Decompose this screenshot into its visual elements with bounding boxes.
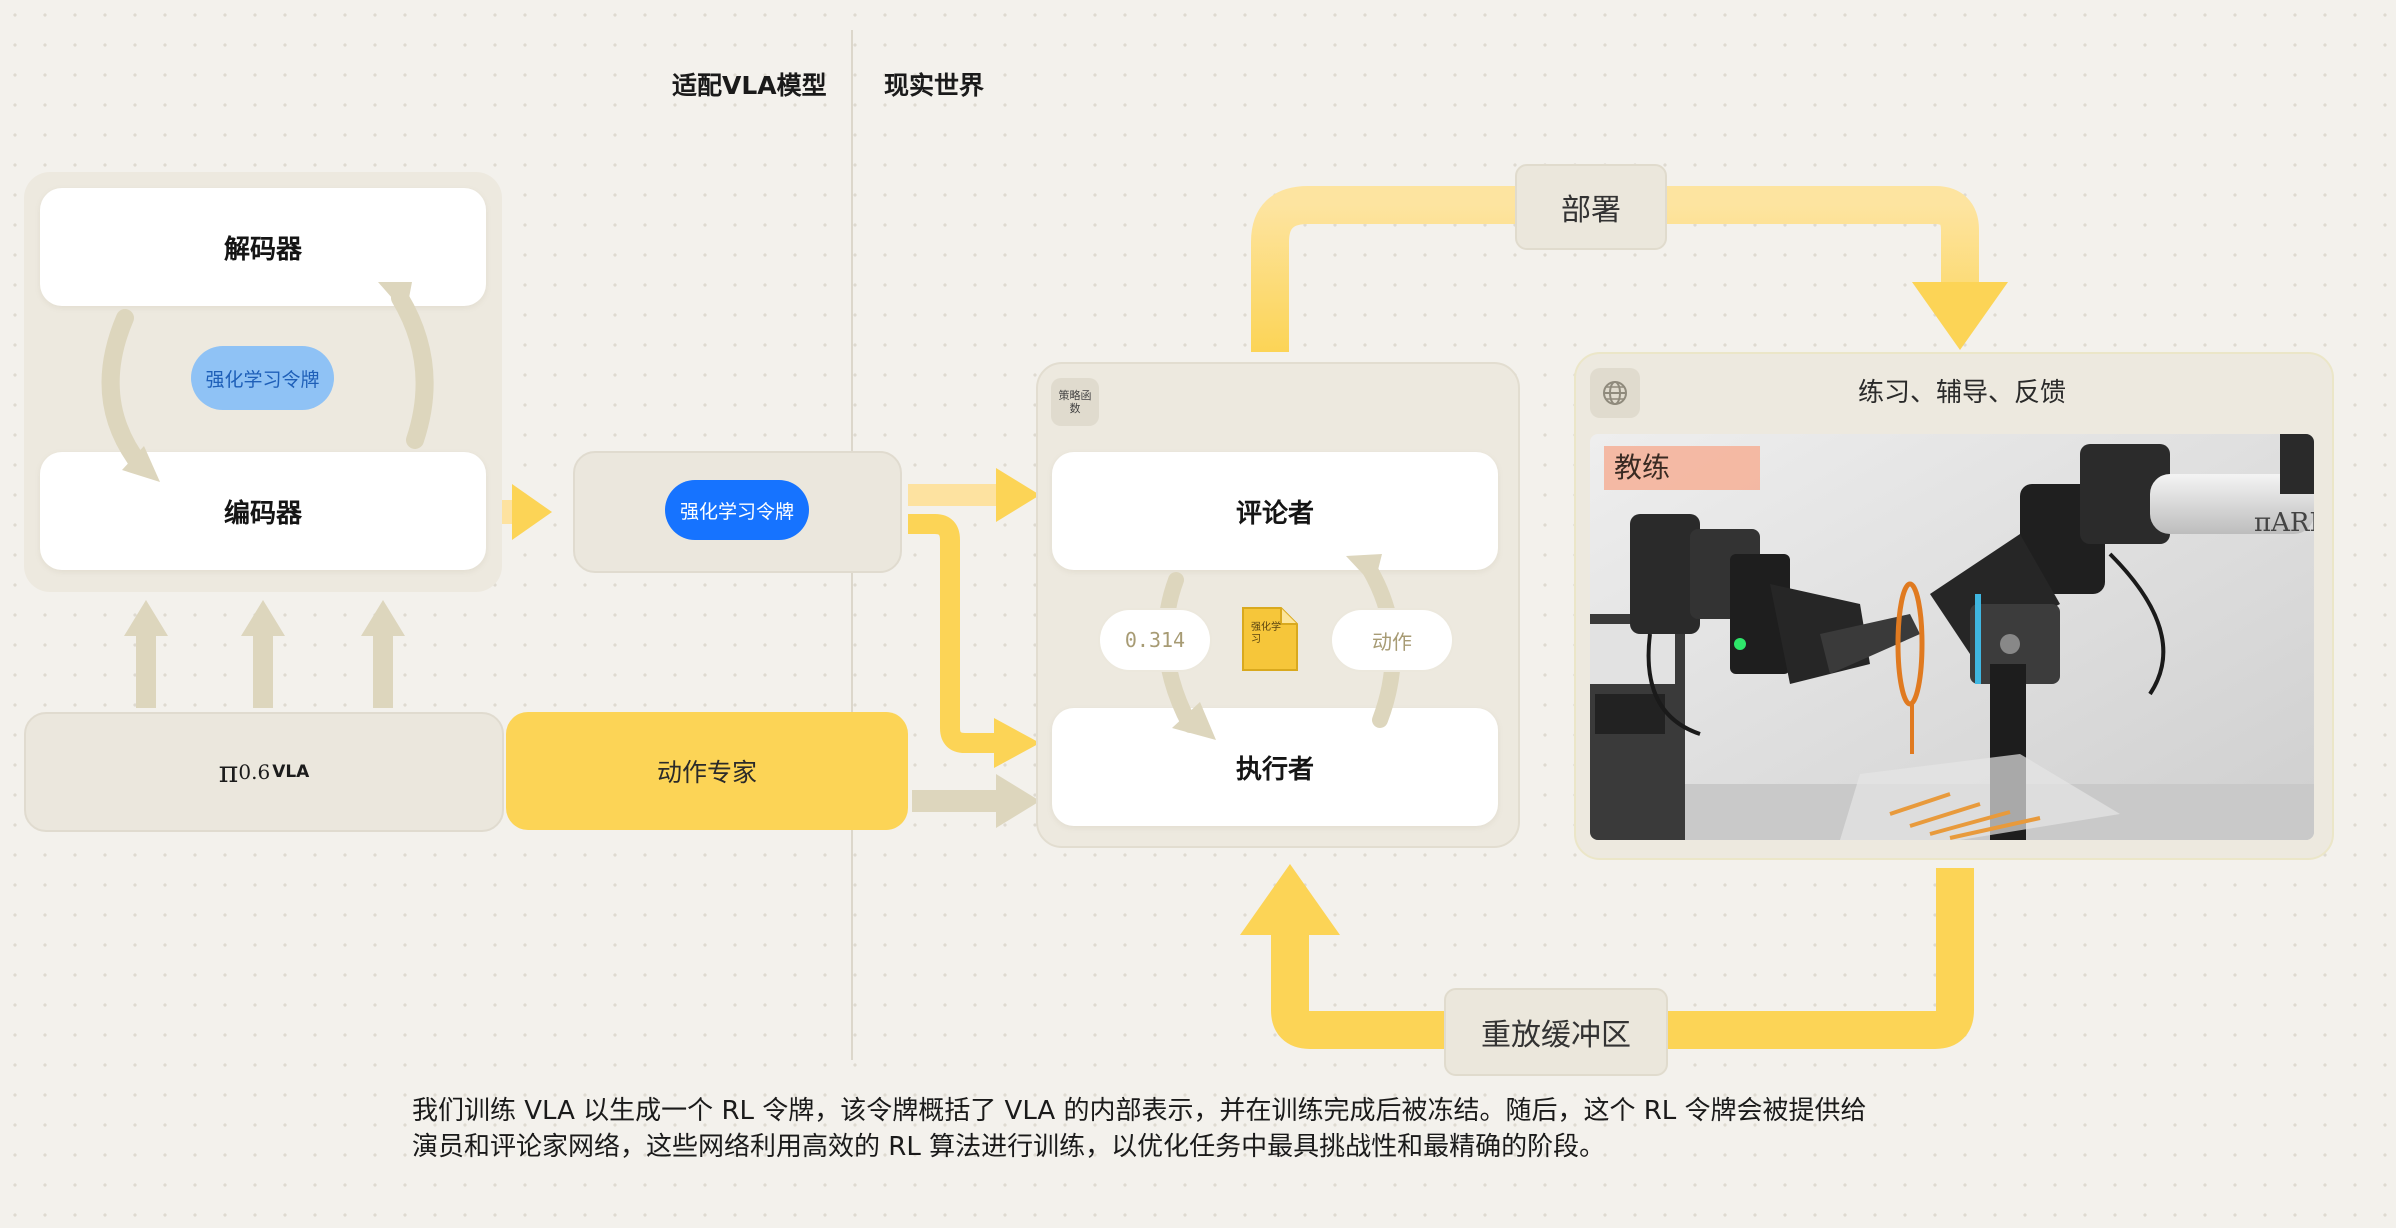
expert-to-actor-arrow (912, 774, 1040, 828)
actor-box: 执行者 (1052, 708, 1498, 826)
robot-arm-logo: πARM (2254, 508, 2314, 538)
rl-token-light-pill: 强化学习令牌 (191, 346, 334, 410)
deploy-label: 部署 (1515, 164, 1667, 250)
coach-label: 教练 (1604, 446, 1760, 490)
replay-buffer-label: 重放缓冲区 (1444, 988, 1668, 1076)
policy-function-tag: 策略函数 (1051, 378, 1099, 426)
caption-line-2: 演员和评论家网络，这些网络利用高效的 RL 算法进行训练，以优化任务中最具挑战性… (412, 1132, 1606, 1162)
critic-box: 评论者 (1052, 452, 1498, 570)
header-real-world: 现实世界 (884, 71, 985, 100)
decoder-box: 解码器 (40, 188, 486, 306)
rl-document-icon-text: 强化学习 (1251, 622, 1281, 645)
robot-photo: πARM (1590, 434, 2314, 840)
header-adapt-vla: 适配VLA模型 (672, 71, 827, 100)
globe-icon (1590, 368, 1640, 418)
up-arrows (124, 600, 405, 708)
vla-subscript: 0.6 (238, 760, 271, 784)
action-pill: 动作 (1330, 608, 1454, 672)
action-expert-box: 动作专家 (506, 712, 908, 830)
vla-superscript: VLA (272, 762, 310, 782)
token-to-critic-arrow (908, 468, 1040, 522)
encoder-box: 编码器 (40, 452, 486, 570)
practice-feedback-title: 练习、辅导、反馈 (1858, 378, 2067, 408)
vla-pi-symbol: π (218, 754, 239, 790)
token-to-actor-arrow (908, 514, 998, 753)
value-pill: 0.314 (1098, 608, 1212, 672)
deploy-arrow (1251, 186, 1979, 352)
rl-token-pill: 强化学习令牌 (665, 480, 809, 540)
encoder-decoder-cycle-arrows (101, 282, 434, 482)
caption-line-1: 我们训练 VLA 以生成一个 RL 令牌，该令牌概括了 VLA 的内部表示，并在… (412, 1096, 1867, 1126)
rl-document-icon: 强化学习 (1241, 606, 1299, 672)
